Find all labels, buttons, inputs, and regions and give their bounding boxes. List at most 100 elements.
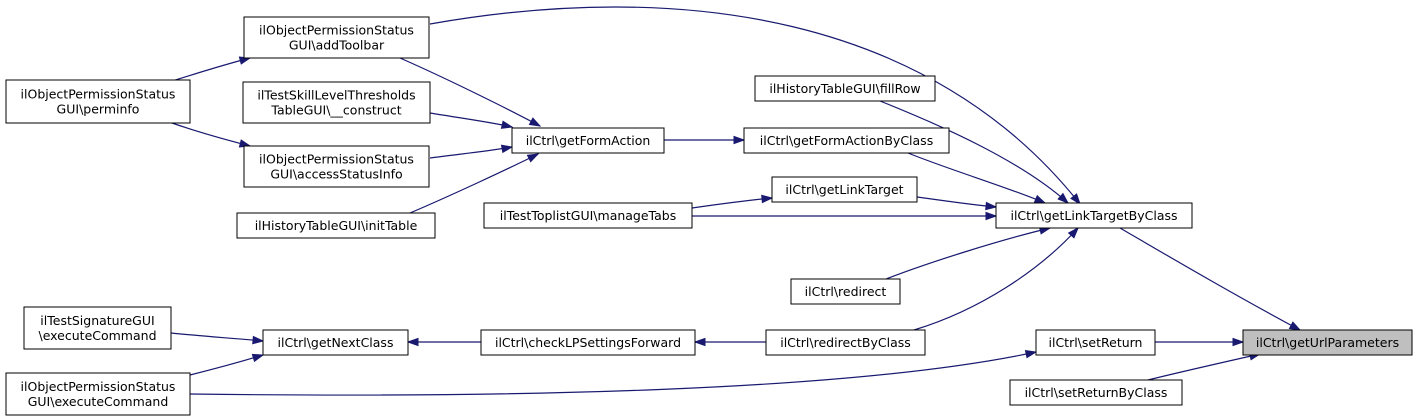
arrowhead [1232,337,1245,347]
node-n11[interactable]: ilCtrl\getLinkTargetByClass [995,202,1193,229]
node-label: ilTestSkillLevelThresholds [257,88,415,103]
node-n5[interactable]: ilHistoryTableGUI\initTable [236,212,436,239]
edge-line [189,354,264,376]
node-box[interactable] [511,127,665,154]
node-n13[interactable]: ilTestSignatureGUI\executeCommand [23,306,172,350]
node-label: ilObjectPermissionStatus [21,87,176,102]
edge-line [907,152,1046,204]
node-box[interactable] [483,202,693,229]
edge-n19-n14 [189,353,265,376]
arrowhead [526,153,540,163]
arrowhead [500,120,514,129]
node-box[interactable] [1009,379,1183,406]
edge-n12-n11 [885,226,1052,280]
node-label: ilCtrl\setReturnByClass [1025,385,1168,400]
node-box[interactable] [995,202,1193,229]
node-n16[interactable]: ilCtrl\redirectByClass [765,329,926,356]
edge-line [409,153,539,214]
nodes-layer: ilObjectPermissionStatusGUI\addToolbaril… [5,16,1413,416]
arrowhead [252,335,265,345]
node-n20[interactable]: ilCtrl\setReturnByClass [1009,379,1183,406]
node-label: \executeCommand [38,328,156,343]
arrowhead [761,194,774,204]
node-label: ilHistoryTableGUI\initTable [255,218,418,233]
edge-n1-n6 [399,57,542,127]
node-label: GUI\addToolbar [289,38,385,53]
edge-n13-n14 [170,332,265,345]
edge-line [171,57,251,82]
node-box[interactable] [5,79,191,124]
node-box[interactable] [754,75,936,102]
edge-n8-n11 [907,152,1047,204]
node-n19[interactable]: ilObjectPermissionStatusGUI\executeComma… [5,372,191,416]
edge-line [429,146,513,159]
node-box[interactable] [242,81,431,124]
arrowhead [1070,193,1081,206]
node-box[interactable] [23,306,172,350]
edge-n10-n11 [692,211,998,221]
edge-n15-n14 [406,337,481,347]
edge-line [916,196,997,208]
node-n18[interactable]: ilCtrl\getUrlParameters [1242,329,1413,356]
node-box[interactable] [262,329,409,356]
edge-n10-n9 [691,194,774,209]
arrowhead [693,337,706,347]
arrowhead [1057,192,1070,204]
node-n3[interactable]: ilTestSkillLevelThresholdsTableGUI\__con… [242,81,431,124]
edge-n17-n18 [1155,337,1245,347]
node-label: ilCtrl\checkLPSettingsForward [495,335,681,350]
edge-line [170,332,264,342]
node-box[interactable] [771,176,918,203]
edge-n11-n18 [1119,227,1302,331]
node-box[interactable] [765,329,926,356]
node-n4[interactable]: ilObjectPermissionStatusGUI\accessStatus… [243,145,430,188]
node-n15[interactable]: ilCtrl\checkLPSettingsForward [480,329,696,356]
node-n17[interactable]: ilCtrl\setReturn [1035,329,1156,356]
node-box[interactable] [5,372,191,416]
node-n9[interactable]: ilCtrl\getLinkTarget [771,176,918,203]
node-box[interactable] [243,16,430,59]
node-n10[interactable]: ilTestToplistGUI\manageTabs [483,202,693,229]
node-label: ilCtrl\setReturn [1049,335,1143,350]
node-label: GUI\executeCommand [28,394,169,409]
node-label: ilTestToplistGUI\manageTabs [500,208,676,223]
node-label: ilHistoryTableGUI\fillRow [769,81,920,96]
node-n12[interactable]: ilCtrl\redirect [790,278,901,305]
edge-n3-n6 [429,112,514,129]
node-label: ilCtrl\getFormAction [526,133,651,148]
node-box[interactable] [1242,329,1413,356]
edge-n5-n6 [409,153,540,214]
node-n14[interactable]: ilCtrl\getNextClass [262,329,409,356]
edge-n2-n1 [171,56,252,82]
node-box[interactable] [480,329,696,356]
edge-n16-n11 [913,226,1079,331]
arrowhead [985,211,998,221]
edge-n7-n11 [879,100,1070,204]
arrowhead [1024,349,1038,359]
edge-n20-n18 [1147,352,1262,381]
edge-line [885,227,1051,280]
arrowhead [406,337,419,347]
edge-line [429,112,513,128]
node-box[interactable] [743,127,950,154]
node-n6[interactable]: ilCtrl\getFormAction [511,127,665,154]
node-label: ilObjectPermissionStatus [21,379,176,394]
arrowhead [985,201,998,211]
edge-line [879,100,1069,204]
node-label: ilCtrl\getUrlParameters [1256,335,1399,350]
edges-layer [170,6,1302,396]
node-box[interactable] [1035,329,1156,356]
edge-line [913,227,1079,331]
edge-n19-n17 [189,349,1038,396]
node-box[interactable] [790,278,901,305]
edge-line [1119,227,1301,331]
node-label: ilCtrl\redirectByClass [780,335,911,350]
node-n8[interactable]: ilCtrl\getFormActionByClass [743,127,950,154]
node-n7[interactable]: ilHistoryTableGUI\fillRow [754,75,936,102]
edge-n4-n6 [429,144,514,159]
node-box[interactable] [236,212,436,239]
node-box[interactable] [243,145,430,188]
